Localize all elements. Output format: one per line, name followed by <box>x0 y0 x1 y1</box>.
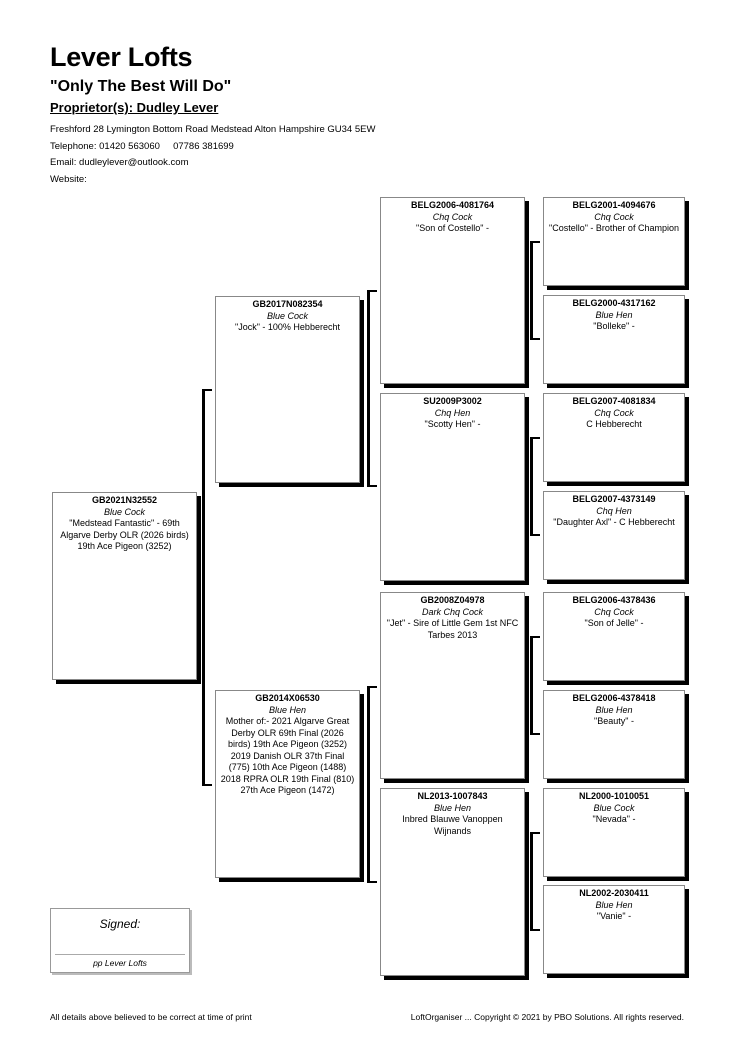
colour: Blue Hen <box>595 704 633 715</box>
colour: Blue Cock <box>103 506 146 517</box>
ring-number: GB2021N32552 <box>91 495 158 505</box>
pigeon-card-ss: BELG2006-4081764 Chq Cock "Son of Costel… <box>380 197 525 384</box>
pigeon-card-sds: BELG2007-4081834 Chq Cock C Hebberecht <box>543 393 685 482</box>
ring-number: BELG2001-4094676 <box>572 200 656 210</box>
pigeon-card-ssd: BELG2000-4317162 Blue Hen "Bolleke" - <box>543 295 685 384</box>
colour: Chq Cock <box>432 211 473 222</box>
ring-number: BELG2006-4081764 <box>410 200 495 210</box>
pigeon-card-sss: BELG2001-4094676 Chq Cock "Costello" - B… <box>543 197 685 286</box>
pigeon-card-dam: GB2014X06530 Blue Hen Mother of:- 2021 A… <box>215 690 360 878</box>
pigeon-card-dd: NL2013-1007843 Blue Hen Inbred Blauwe Va… <box>380 788 525 976</box>
ring-number: GB2008Z04978 <box>420 595 485 605</box>
description: Inbred Blauwe Vanoppen Wijnands <box>402 814 503 836</box>
pigeon-card-sire: GB2017N082354 Blue Cock "Jock" - 100% He… <box>215 296 360 483</box>
colour: Chq Hen <box>596 505 632 516</box>
ring-number: GB2014X06530 <box>255 693 320 703</box>
loft-motto: "Only The Best Will Do" <box>50 78 232 95</box>
colour: Blue Hen <box>433 802 472 813</box>
colour: Blue Cock <box>593 802 635 813</box>
ring-number: NL2013-1007843 <box>417 791 488 801</box>
pigeon-card-dss: BELG2006-4378436 Chq Cock "Son of Jelle"… <box>543 592 685 681</box>
colour: Chq Cock <box>594 211 634 222</box>
ring-number: BELG2007-4373149 <box>572 494 656 504</box>
description: "Beauty" - <box>594 716 634 726</box>
colour: Blue Cock <box>266 310 309 321</box>
signature-box: Signed: pp Lever Lofts <box>50 908 190 973</box>
pigeon-card-subject: GB2021N32552 Blue Cock "Medstead Fantast… <box>52 492 197 680</box>
colour: Blue Hen <box>595 309 633 320</box>
email: Email: dudleylever@outlook.com <box>50 157 189 168</box>
description: "Jock" - 100% Hebberecht <box>235 322 340 332</box>
pigeon-card-dds: NL2000-1010051 Blue Cock "Nevada" - <box>543 788 685 877</box>
ring-number: NL2002-2030411 <box>579 888 649 898</box>
pigeon-card-dsd: BELG2006-4378418 Blue Hen "Beauty" - <box>543 690 685 779</box>
proprietor: Proprietor(s): Dudley Lever <box>50 100 219 115</box>
colour: Blue Hen <box>268 704 307 715</box>
description: "Costello" - Brother of Champion <box>549 223 679 233</box>
ring-number: BELG2000-4317162 <box>572 298 656 308</box>
colour: Blue Hen <box>595 899 633 910</box>
pigeon-card-ds: GB2008Z04978 Dark Chq Cock "Jet" - Sire … <box>380 592 525 779</box>
colour: Chq Hen <box>434 407 471 418</box>
website: Website: <box>50 174 87 185</box>
ring-number: NL2000-1010051 <box>578 791 650 801</box>
telephone: Telephone: 01420 563060 07786 381699 <box>50 141 234 152</box>
description: C Hebberecht <box>586 419 642 429</box>
signature-name: pp Lever Lofts <box>55 954 185 968</box>
ring-number: GB2017N082354 <box>252 299 323 309</box>
description: "Son of Jelle" - <box>584 618 644 628</box>
description: Mother of:- 2021 Algarve Great Derby OLR… <box>220 716 355 795</box>
description: "Son of Costello" - <box>416 223 489 233</box>
footer-disclaimer: All details above believed to be correct… <box>50 1012 252 1022</box>
description: "Bolleke" - <box>593 321 635 331</box>
footer-copyright: LoftOrganiser ... Copyright © 2021 by PB… <box>410 1012 684 1022</box>
description: "Vanie" - <box>596 911 632 921</box>
address: Freshford 28 Lymington Bottom Road Medst… <box>50 124 376 135</box>
description: "Medstead Fantastic" - 69th Algarve Derb… <box>60 518 189 551</box>
colour: Chq Cock <box>594 606 634 617</box>
ring-number: SU2009P3002 <box>423 396 482 406</box>
ring-number: BELG2006-4378436 <box>572 595 656 605</box>
pigeon-card-sdd: BELG2007-4373149 Chq Hen "Daughter Axl" … <box>543 491 685 580</box>
description: "Jet" - Sire of Little Gem 1st NFC Tarbe… <box>386 618 519 640</box>
description: "Daughter Axl" - C Hebberecht <box>553 517 675 527</box>
signed-label: Signed: <box>99 917 141 931</box>
colour: Dark Chq Cock <box>421 606 484 617</box>
description: "Scotty Hen" - <box>424 419 481 429</box>
pigeon-card-sd: SU2009P3002 Chq Hen "Scotty Hen" - <box>380 393 525 581</box>
loft-name: Lever Lofts <box>50 42 193 72</box>
colour: Chq Cock <box>594 407 634 418</box>
pigeon-card-ddd: NL2002-2030411 Blue Hen "Vanie" - <box>543 885 685 974</box>
ring-number: BELG2006-4378418 <box>572 693 656 703</box>
description: "Nevada" - <box>592 814 636 824</box>
ring-number: BELG2007-4081834 <box>572 396 656 406</box>
